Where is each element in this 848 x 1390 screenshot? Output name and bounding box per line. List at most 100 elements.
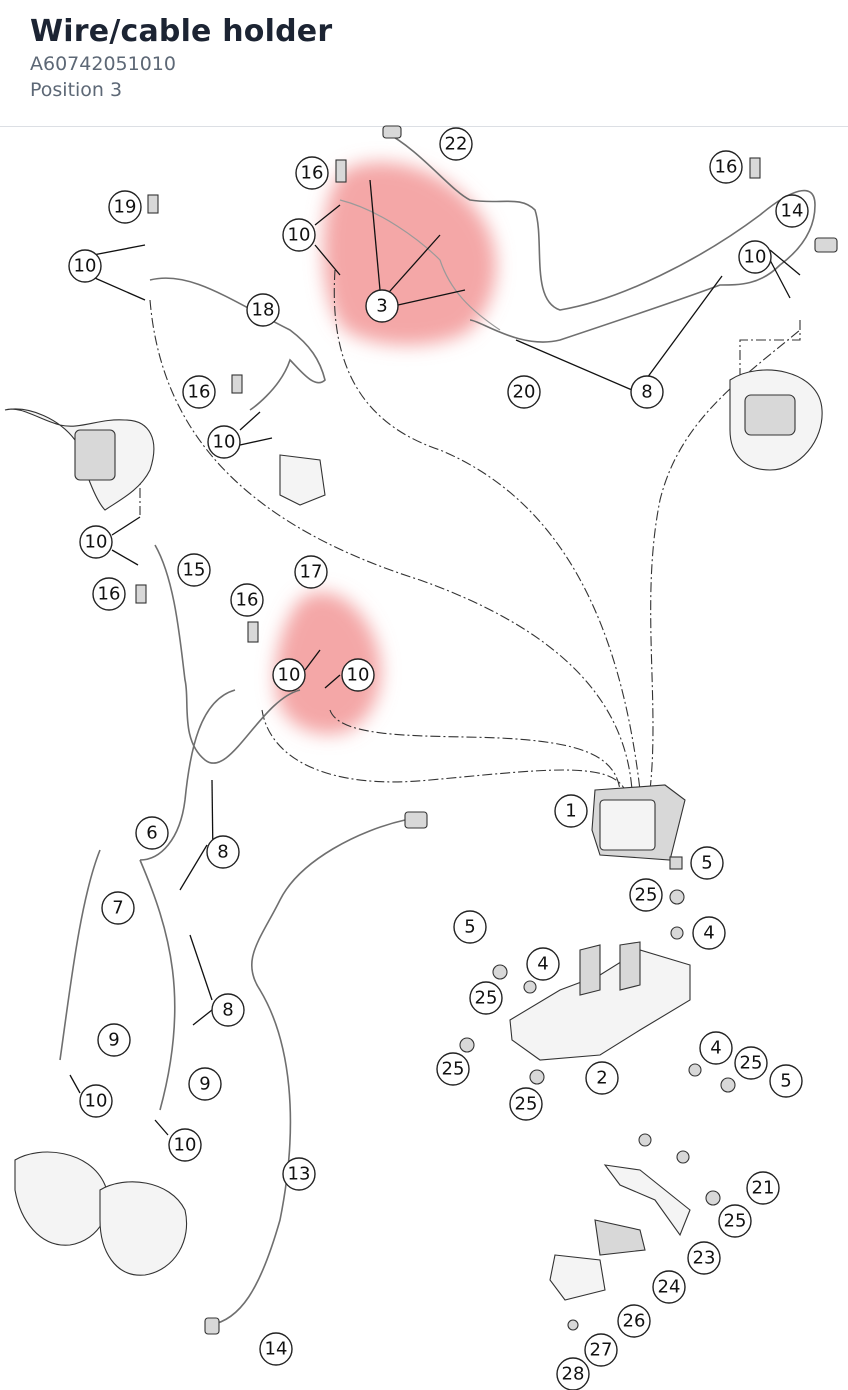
callout-2[interactable]: 2 (585, 1061, 619, 1095)
callout-14[interactable]: 14 (259, 1332, 293, 1366)
callout-10[interactable]: 10 (272, 658, 306, 692)
callout-5[interactable]: 5 (769, 1064, 803, 1098)
callout-15[interactable]: 15 (177, 553, 211, 587)
svg-text:10: 10 (347, 665, 370, 686)
callout-10[interactable]: 10 (738, 240, 772, 274)
callout-8[interactable]: 8 (630, 375, 664, 409)
callout-10[interactable]: 10 (341, 658, 375, 692)
callout-26[interactable]: 26 (617, 1304, 651, 1338)
callout-25[interactable]: 25 (469, 981, 503, 1015)
callout-27[interactable]: 27 (584, 1333, 618, 1367)
callout-16[interactable]: 16 (182, 375, 216, 409)
highlight-region-top (323, 162, 497, 345)
callout-25[interactable]: 25 (629, 878, 663, 912)
callout-4[interactable]: 4 (699, 1031, 733, 1065)
svg-text:10: 10 (74, 256, 97, 277)
svg-text:10: 10 (278, 665, 301, 686)
svg-text:5: 5 (701, 853, 712, 874)
svg-text:1: 1 (565, 801, 576, 822)
callout-10[interactable]: 10 (282, 218, 316, 252)
callout-4[interactable]: 4 (692, 916, 726, 950)
callout-25[interactable]: 25 (509, 1087, 543, 1121)
header-divider (0, 126, 848, 127)
svg-text:8: 8 (217, 842, 228, 863)
svg-text:16: 16 (301, 163, 324, 184)
abs-unit (591, 784, 686, 861)
callouts: 22 16 16 14 19 10 10 10 3 18 20 8 16 10 … (68, 127, 809, 1390)
callout-16[interactable]: 16 (230, 583, 264, 617)
svg-text:16: 16 (188, 382, 211, 403)
callout-17[interactable]: 17 (294, 555, 328, 589)
callout-19[interactable]: 19 (108, 190, 142, 224)
callout-1[interactable]: 1 (554, 794, 588, 828)
svg-text:2: 2 (596, 1068, 607, 1089)
svg-text:14: 14 (265, 1339, 288, 1360)
front-calipers (14, 1151, 187, 1276)
callout-23[interactable]: 23 (687, 1241, 721, 1275)
callout-28[interactable]: 28 (556, 1357, 590, 1390)
callout-16[interactable]: 16 (295, 156, 329, 190)
svg-text:15: 15 (183, 560, 206, 581)
callout-9[interactable]: 9 (188, 1067, 222, 1101)
svg-text:25: 25 (740, 1053, 763, 1074)
small-fasteners (135, 125, 838, 1335)
part-number: A60742051010 (30, 53, 176, 75)
front-lever-master-cylinder (4, 408, 155, 511)
callout-9[interactable]: 9 (97, 1023, 131, 1057)
svg-text:17: 17 (300, 562, 323, 583)
callout-10[interactable]: 10 (79, 525, 113, 559)
svg-text:16: 16 (98, 584, 121, 605)
svg-text:21: 21 (752, 1178, 775, 1199)
svg-text:19: 19 (114, 197, 137, 218)
callout-8[interactable]: 8 (206, 835, 240, 869)
svg-text:25: 25 (724, 1211, 747, 1232)
callout-5[interactable]: 5 (453, 910, 487, 944)
callout-8[interactable]: 8 (211, 993, 245, 1027)
callout-25[interactable]: 25 (436, 1052, 470, 1086)
callout-16[interactable]: 16 (709, 150, 743, 184)
svg-text:25: 25 (515, 1094, 538, 1115)
svg-text:25: 25 (475, 988, 498, 1009)
callout-22[interactable]: 22 (439, 127, 473, 161)
callout-10[interactable]: 10 (79, 1084, 113, 1118)
svg-text:16: 16 (715, 157, 738, 178)
svg-text:6: 6 (146, 823, 157, 844)
callout-4[interactable]: 4 (526, 947, 560, 981)
svg-text:26: 26 (623, 1311, 646, 1332)
svg-text:20: 20 (513, 382, 536, 403)
svg-text:5: 5 (780, 1071, 791, 1092)
svg-text:3: 3 (376, 296, 387, 317)
header: Wire/cable holder A60742051010 Position … (0, 0, 848, 126)
callout-20[interactable]: 20 (507, 375, 541, 409)
callout-21[interactable]: 21 (746, 1171, 780, 1205)
callout-10[interactable]: 10 (168, 1128, 202, 1162)
callout-10[interactable]: 10 (68, 249, 102, 283)
svg-text:24: 24 (658, 1277, 681, 1298)
callout-6[interactable]: 6 (135, 816, 169, 850)
leader-lines (69, 179, 801, 1136)
callout-13[interactable]: 13 (282, 1157, 316, 1191)
svg-text:8: 8 (641, 382, 652, 403)
callout-16[interactable]: 16 (92, 577, 126, 611)
svg-text:25: 25 (442, 1059, 465, 1080)
callout-25[interactable]: 25 (718, 1204, 752, 1238)
svg-text:13: 13 (288, 1164, 311, 1185)
callout-18[interactable]: 18 (246, 293, 280, 327)
callout-5[interactable]: 5 (690, 846, 724, 880)
svg-text:27: 27 (590, 1340, 613, 1361)
svg-text:16: 16 (236, 590, 259, 611)
callout-14[interactable]: 14 (775, 194, 809, 228)
svg-text:9: 9 (108, 1030, 119, 1051)
callout-3[interactable]: 3 (365, 289, 399, 323)
svg-text:7: 7 (112, 898, 123, 919)
callout-24[interactable]: 24 (652, 1270, 686, 1304)
rear-master-cylinder (279, 454, 326, 506)
svg-text:4: 4 (710, 1038, 721, 1059)
svg-text:22: 22 (445, 134, 468, 155)
callout-7[interactable]: 7 (101, 891, 135, 925)
callout-10[interactable]: 10 (207, 425, 241, 459)
callout-25[interactable]: 25 (734, 1046, 768, 1080)
svg-text:4: 4 (537, 954, 548, 975)
svg-text:5: 5 (464, 917, 475, 938)
